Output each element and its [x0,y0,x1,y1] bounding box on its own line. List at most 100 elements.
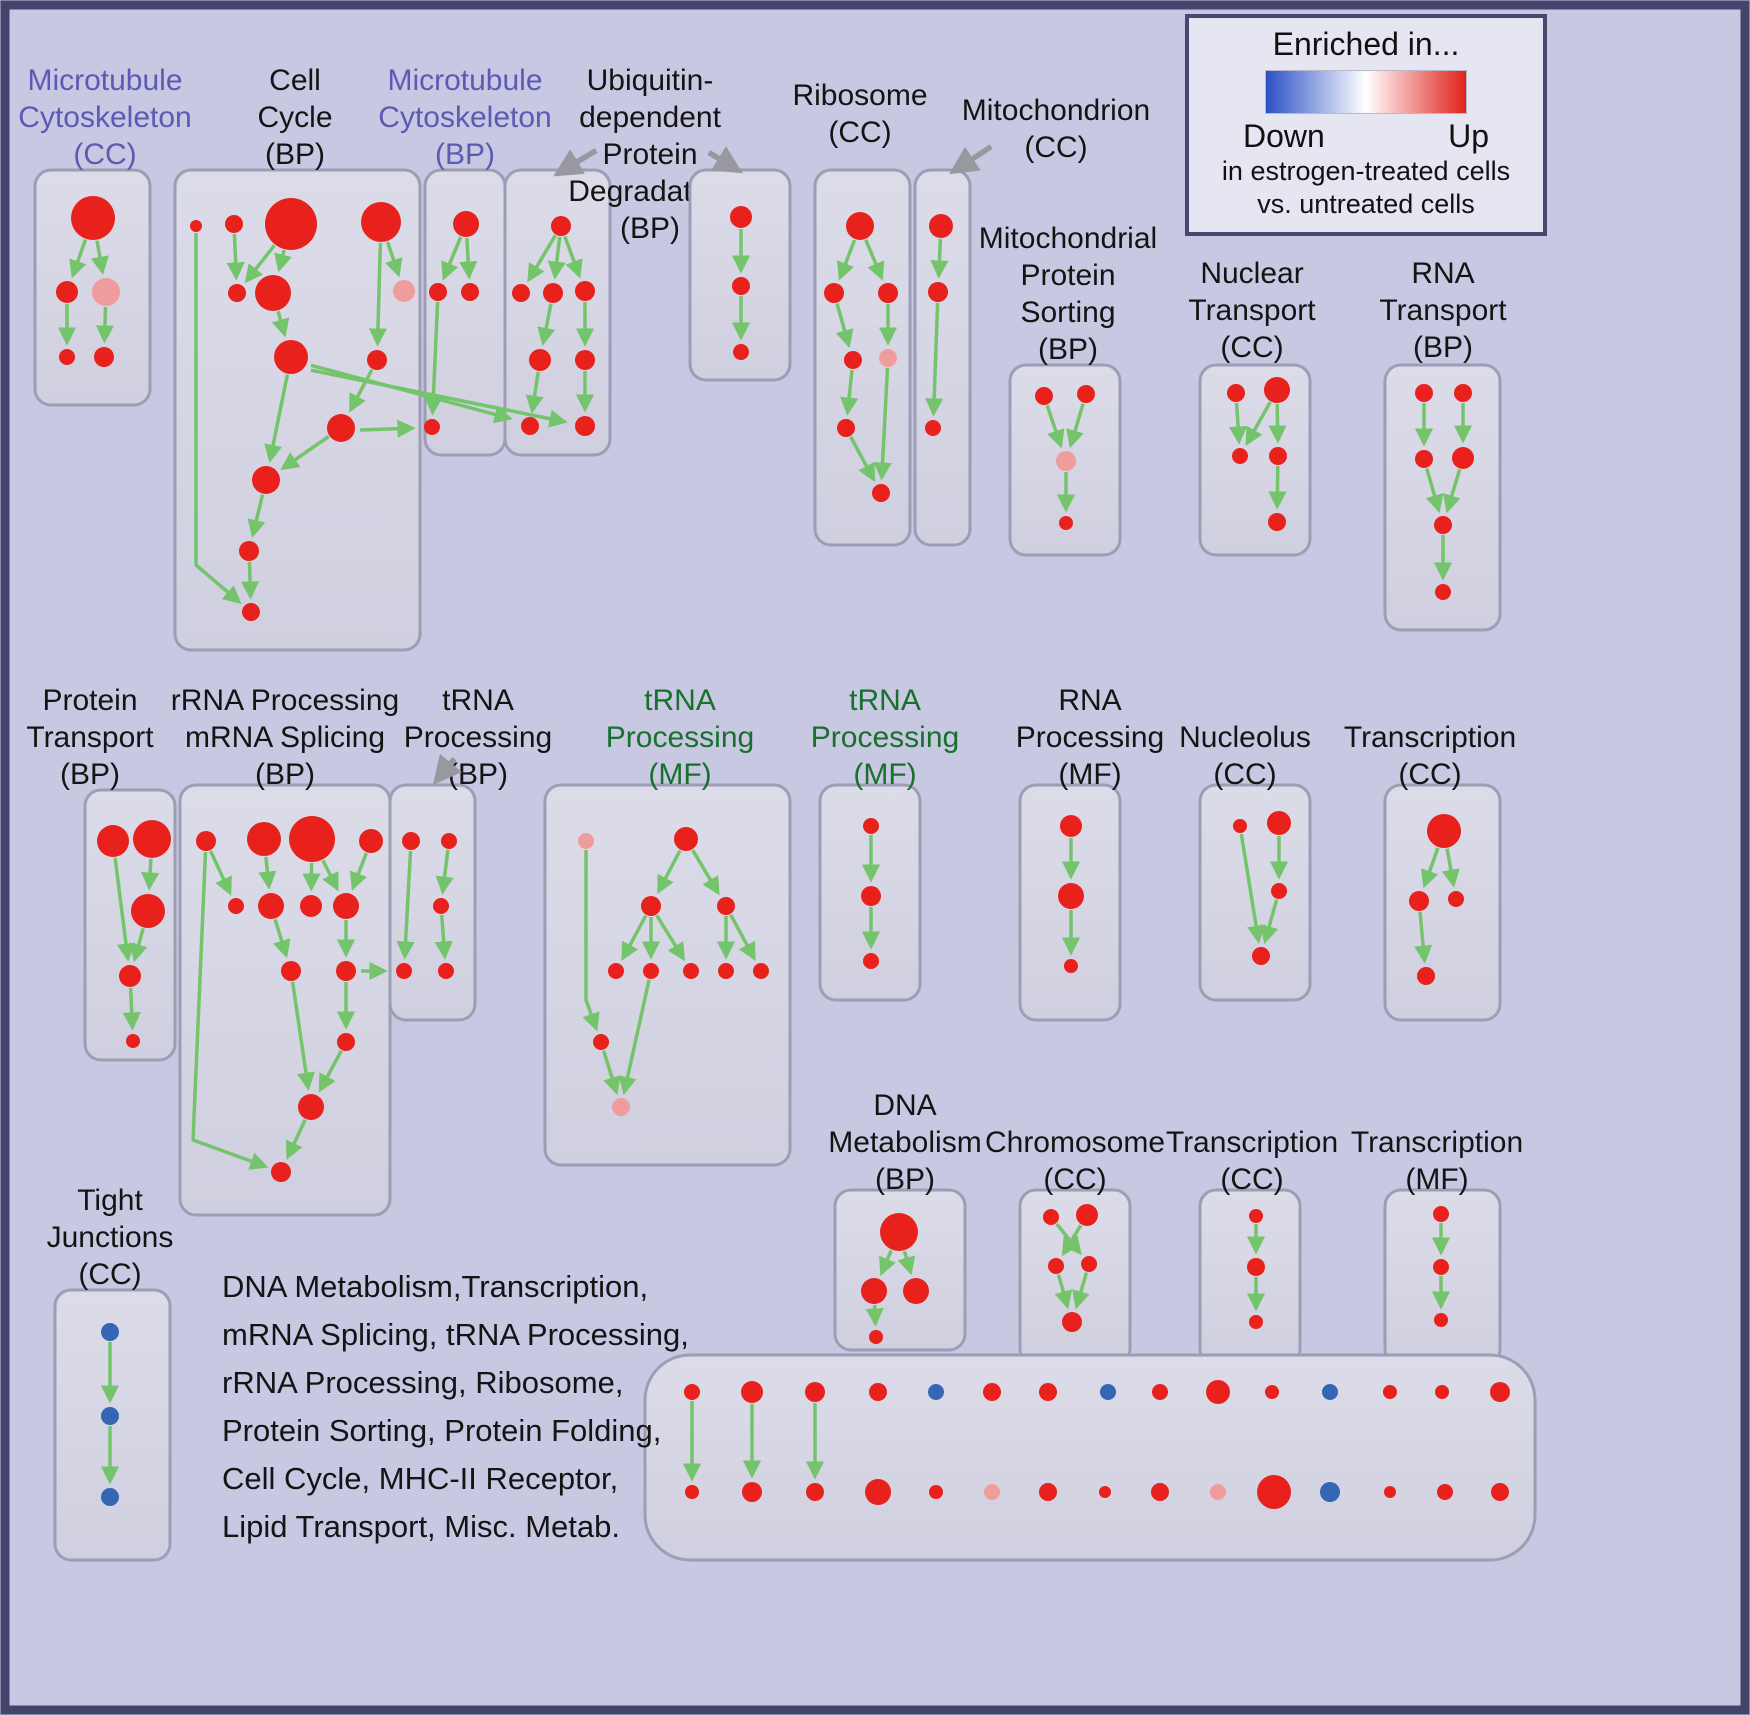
go-term-node [880,1213,918,1251]
go-term-node [1434,1313,1448,1327]
cluster-transcription-cc-1: Transcription(CC) [1344,721,1516,1022]
go-term-node [281,961,301,981]
go-term-node [612,1098,630,1116]
arrow [368,242,388,347]
arrow [1229,402,1248,445]
arrow [113,857,135,962]
legend-down-label: Down [1243,118,1325,154]
go-term-node [265,198,317,250]
cluster-box [643,1353,1537,1562]
arrow [547,236,566,280]
arrow [226,233,245,281]
legend-gradient-bar [1265,70,1467,114]
go-term-node [983,1383,1001,1401]
go-term-node [97,825,129,857]
go-term-node [1035,387,1053,405]
go-term-node [359,829,383,853]
go-term-node [733,344,749,360]
cluster-label: Ribosome(CC) [792,79,927,149]
go-term-node [717,897,735,915]
arrow [274,249,292,273]
cluster-transcription-cc-2: Transcription(CC) [1166,1126,1338,1367]
cluster-label: Transcription(MF) [1351,1126,1523,1196]
arrow [582,850,600,1032]
cluster-ribosome-cc: Ribosome(CC) [792,79,928,547]
go-term-node [1249,1209,1263,1223]
go-term-node [441,833,457,849]
cluster-label: Mitochondrion(CC) [962,94,1150,164]
go-term-node [732,277,750,295]
arrow [655,914,686,962]
go-term-node [837,419,855,437]
arrow [310,368,568,428]
arrow [691,849,720,896]
arrow [1421,847,1440,889]
arrow [949,144,993,175]
go-term-node [438,963,454,979]
arrow [321,859,339,892]
go-term-node [461,283,479,301]
arrow [930,238,949,279]
arrow [525,371,544,414]
go-term-node [929,214,953,238]
go-term-node [593,1034,609,1050]
arrow [897,1250,916,1276]
cluster-label: Chromosome(CC) [985,1126,1165,1196]
cluster-transcription-mf: Transcription(MF) [1351,1126,1523,1367]
go-term-node [393,280,415,302]
arrow [285,1118,307,1160]
go-term-node [92,278,120,306]
arrow [1245,401,1272,447]
go-term-node [684,1384,700,1400]
go-term-node [1452,447,1474,469]
cluster-box [913,168,972,547]
go-term-node [453,211,479,237]
go-term-node [274,340,308,374]
arrow [657,849,682,895]
go-term-node [741,1381,763,1403]
go-term-node [1210,1484,1226,1500]
arrow [1443,468,1462,514]
go-term-node [242,603,260,621]
go-term-node [336,961,356,981]
cluster-nucleolus-cc: Nucleolus(CC) [1179,721,1312,1002]
go-term-node [984,1484,1000,1500]
arrow [1054,1274,1073,1310]
go-term-node [258,893,284,919]
go-term-node [396,963,412,979]
go-term-node [903,1278,929,1304]
go-term-node [863,818,879,834]
cluster-box [1383,783,1502,1022]
arrow [729,913,756,962]
go-term-node [1233,819,1247,833]
go-term-node [1437,1484,1453,1500]
legend-context-line1: in estrogen-treated cells [1221,156,1511,186]
go-term-node [252,466,280,494]
arrow [849,435,876,483]
go-term-node [928,282,948,302]
arrow [290,981,315,1091]
arrow [435,849,454,895]
cluster-ubiquitin-degradation-bp-2 [688,168,792,382]
go-term-node [865,1479,891,1505]
arrow [527,234,557,283]
go-term-node [196,831,216,851]
go-term-node [247,822,281,856]
arrow [1066,403,1085,449]
go-term-node [1043,1209,1059,1225]
go-term-node [131,894,165,928]
go-term-node [1227,384,1245,402]
